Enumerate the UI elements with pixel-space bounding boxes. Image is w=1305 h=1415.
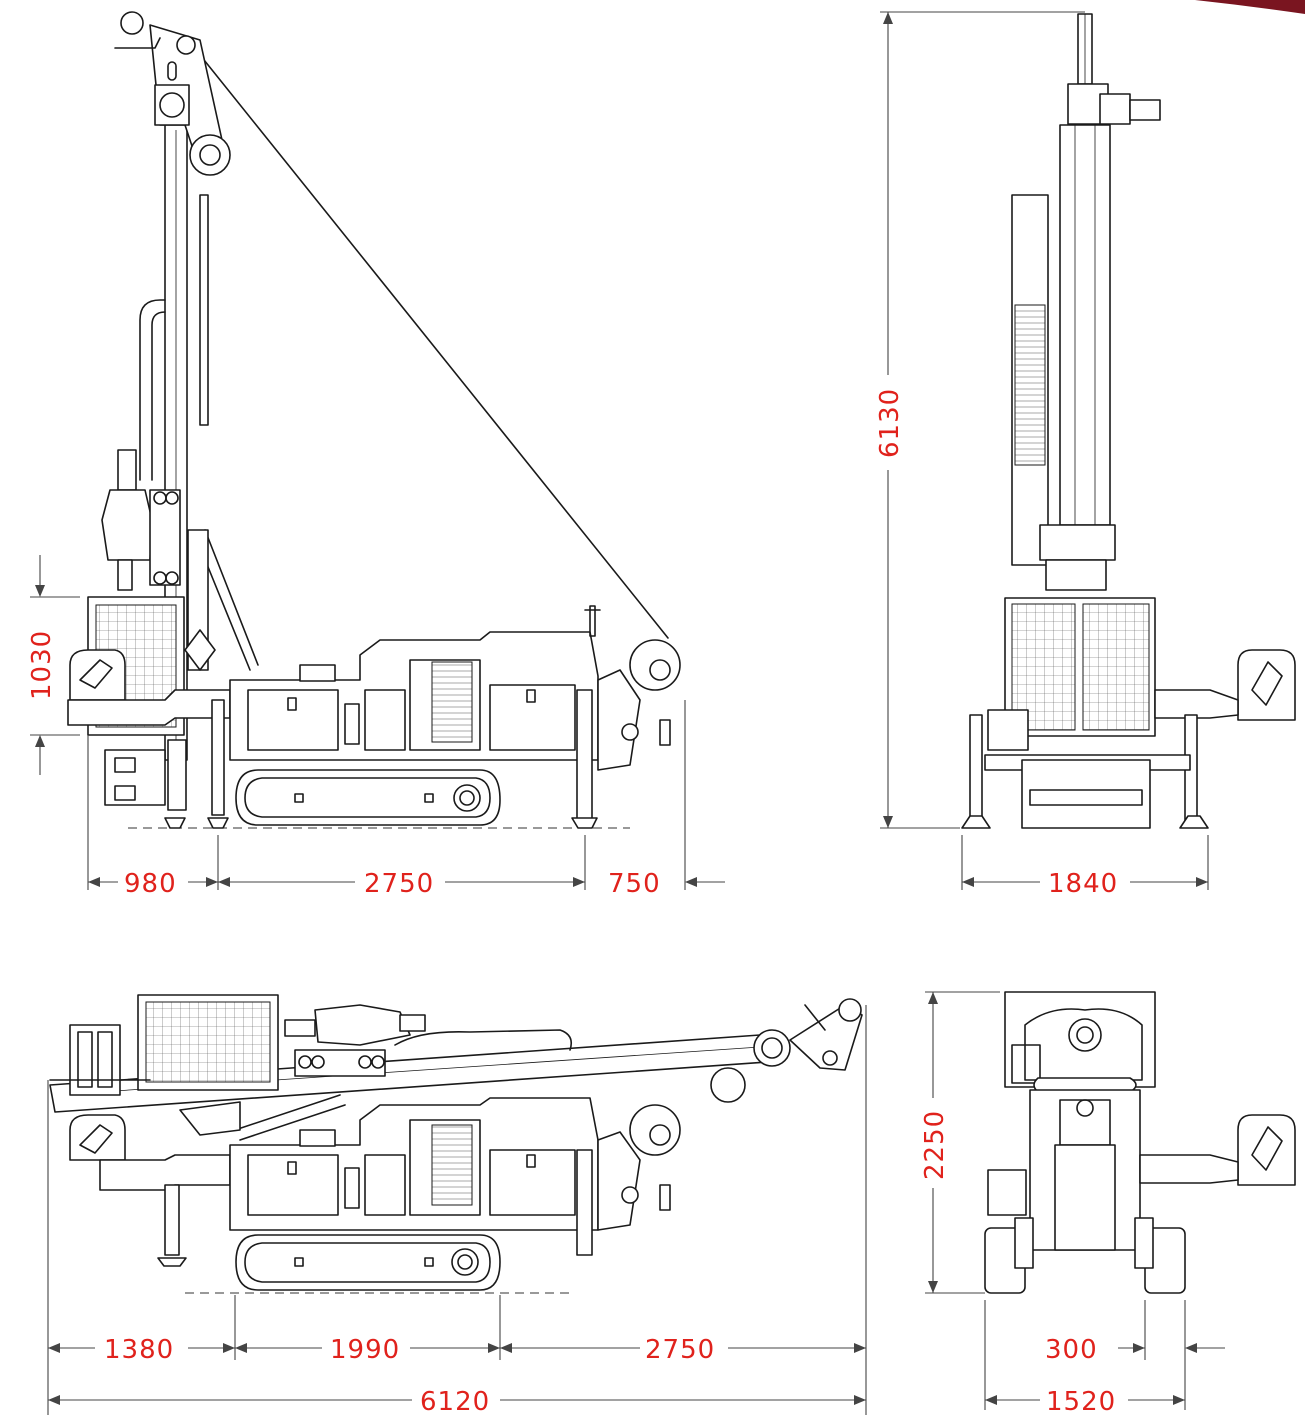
machine-body-transport [229,1097,599,1231]
front-mast [1059,124,1111,526]
dim-2750: 2750 [364,869,434,899]
rotary-head-front [1068,1018,1102,1052]
dimensions-view-4: 2250 300 1520 [920,991,1225,1415]
dimensions-view-3: 1380 1990 2750 6120 [47,1005,867,1415]
dim-750: 750 [608,869,661,899]
carriage [149,489,181,586]
mast-rail [199,194,209,426]
front-pad-transport [69,1114,126,1161]
dimensions-view-1: 1030 980 2750 750 [27,555,725,899]
side-view-mast-up [67,11,681,829]
front-view-transport [984,991,1296,1294]
corner-accent [1195,0,1305,14]
winch-drum [189,134,231,176]
undercarriage-front [1021,759,1151,829]
front-pad [69,649,126,701]
dim-1840: 1840 [1048,869,1118,899]
dim-1030: 1030 [27,630,57,700]
carriage-transport [294,1049,386,1077]
dim-1380: 1380 [104,1335,174,1365]
side-pad-front [1237,649,1296,721]
rotary-head [101,489,153,561]
rotary-head-top [117,449,137,491]
front-view-mast-up [961,13,1296,829]
dim-6120: 6120 [420,1387,490,1415]
dim-2250: 2250 [920,1110,950,1180]
side-pad-transport [1237,1114,1296,1186]
dim-1990: 1990 [330,1335,400,1365]
rear-bracket [597,669,641,771]
rotary-head-transport [314,1004,411,1046]
stay-cable [191,44,669,639]
cable-chain [139,299,166,481]
mast-head-transport [789,1004,863,1071]
side-view-transport [49,994,863,1294]
cable-chain-transport [394,1029,573,1051]
dim-1520: 1520 [1046,1387,1116,1415]
machine-body [229,631,599,761]
rear-sheave [629,639,681,691]
dim-300: 300 [1045,1335,1098,1365]
dimensions-view-2: 6130 1840 [875,11,1209,899]
dim-980: 980 [124,869,177,899]
crawler-track-transport [235,1234,501,1291]
dim-6130: 6130 [875,388,905,458]
crawler-track [235,769,501,826]
dim-2750-transport: 2750 [645,1335,715,1365]
sheave-top [120,11,144,35]
